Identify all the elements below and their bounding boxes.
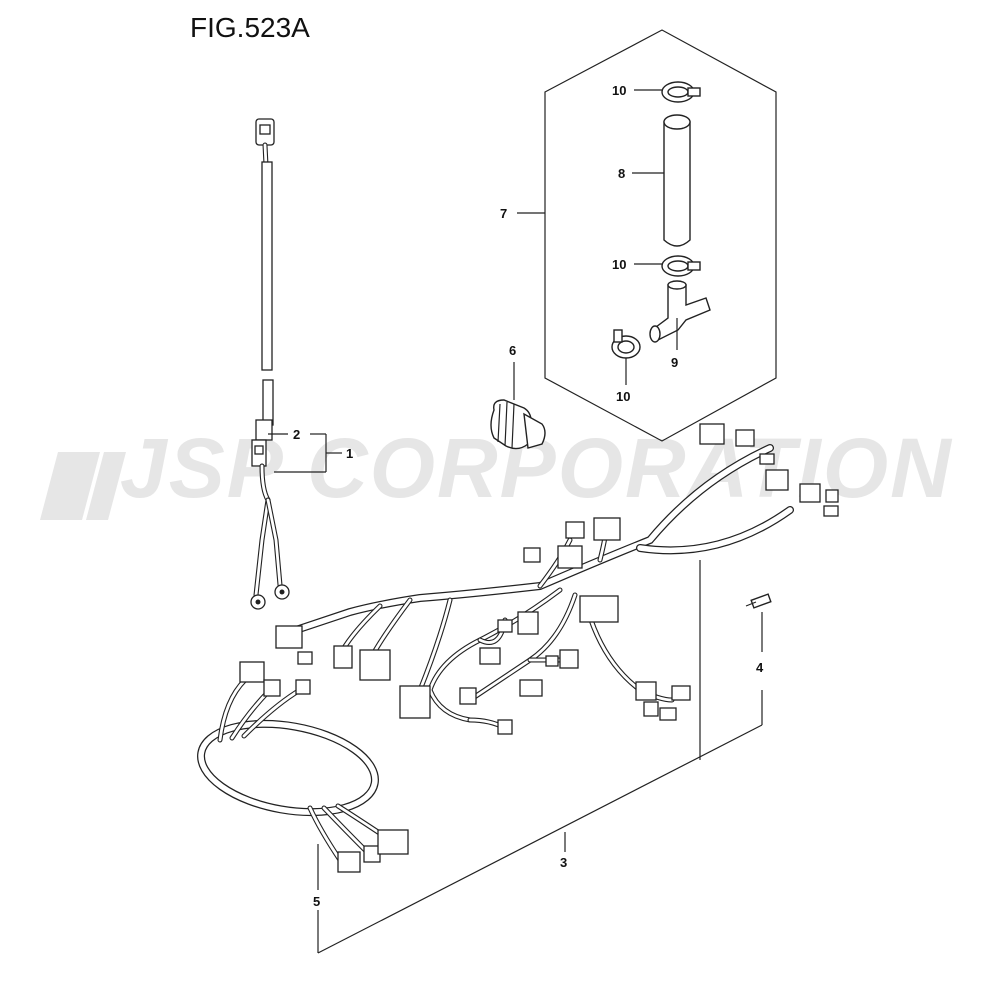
callout-6: 6 — [509, 343, 516, 358]
callout-1: 1 — [346, 446, 353, 461]
harness-connector — [671, 685, 691, 701]
part-3-main-harness — [275, 423, 839, 735]
harness-connector — [519, 679, 543, 697]
callout-9: 9 — [671, 355, 678, 370]
harness-connector — [545, 655, 559, 667]
harness-connector — [459, 687, 477, 705]
harness-connector — [765, 469, 789, 491]
harness-connector — [799, 483, 821, 503]
harness-connector — [297, 651, 313, 665]
harness-connector — [635, 681, 657, 701]
harness-connector-large — [579, 595, 619, 623]
fuse-holder — [255, 419, 273, 441]
harness-connector — [643, 701, 659, 717]
harness-connector — [565, 521, 585, 539]
loop-harness-connector — [263, 679, 281, 697]
part-9-t-fitting — [649, 280, 711, 350]
part-10-clamp-top — [634, 81, 701, 103]
harness-connector — [759, 453, 775, 465]
callout-3: 3 — [560, 855, 567, 870]
harness-connector — [497, 619, 513, 633]
harness-connector — [699, 423, 725, 445]
fuse-cable-lower-sheath — [262, 379, 274, 426]
harness-connector — [517, 611, 539, 635]
harness-connector — [479, 647, 501, 665]
figure-title: FIG.523A — [190, 12, 310, 43]
harness-connector-large — [359, 649, 391, 681]
callout-5: 5 — [313, 894, 320, 909]
fuse-cable-upper-sheath — [261, 161, 273, 371]
harness-connector-large — [399, 685, 431, 719]
part-5-loop-harness — [197, 661, 409, 873]
harness-connector — [825, 489, 839, 503]
harness-connector — [823, 505, 839, 517]
loop-harness-connector — [337, 851, 361, 873]
callout-10-top: 10 — [612, 83, 626, 98]
harness-connector — [333, 645, 353, 669]
callout-4: 4 — [756, 660, 764, 675]
loop-harness-connector — [295, 679, 311, 695]
harness-connector — [659, 707, 677, 721]
harness-connector — [497, 719, 513, 735]
callout-10-bottom: 10 — [616, 389, 630, 404]
callout-2: 2 — [293, 427, 300, 442]
callout-8: 8 — [618, 166, 625, 181]
callout-7: 7 — [500, 206, 507, 221]
harness-connector — [559, 649, 579, 669]
part-6-grommet — [490, 362, 546, 450]
harness-connector — [735, 429, 755, 447]
part-4-screw — [745, 593, 772, 652]
part-7-kit-box — [517, 29, 777, 442]
part-8-hose — [632, 114, 691, 247]
callout-10-mid: 10 — [612, 257, 626, 272]
part-10-clamp-mid — [634, 255, 701, 277]
callout-3-5-bracket — [317, 560, 763, 954]
part-1-fuse-cable — [250, 118, 290, 610]
watermark-logo — [40, 452, 126, 520]
callout-1-bracket — [274, 433, 342, 473]
harness-connector — [557, 545, 583, 569]
loop-harness-connector — [377, 829, 409, 855]
harness-connector — [275, 625, 303, 649]
part-10-clamp-bottom — [611, 329, 641, 385]
harness-connector — [523, 547, 541, 563]
loop-harness-connector — [239, 661, 265, 683]
harness-connector — [593, 517, 621, 541]
